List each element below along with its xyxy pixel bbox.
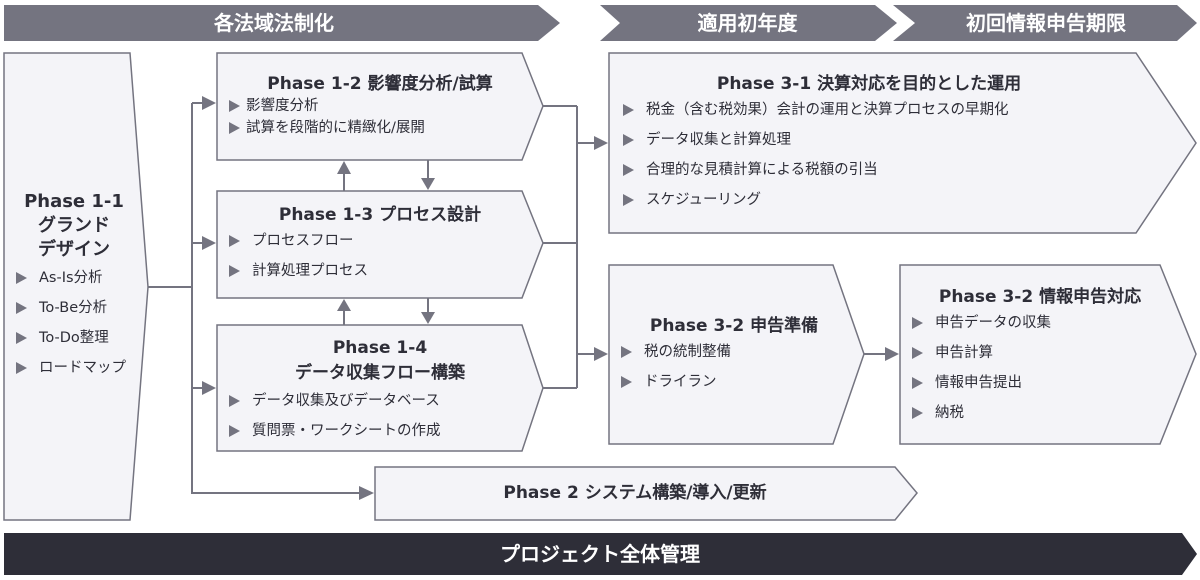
- bullet-triangle-icon: [229, 122, 240, 134]
- phase-3-2-filing-prep-items: 税の統制整備 ドライラン: [621, 337, 859, 397]
- phase-1-3: Phase 1-3 プロセス設計 プロセスフロー 計算処理プロセス: [217, 204, 543, 286]
- phase-3-2-info-return-title: Phase 3-2 情報申告対応: [938, 287, 1142, 307]
- phase-1-3-items: プロセスフロー 計算処理プロセス: [229, 226, 543, 286]
- list-item: As-Is分析: [16, 263, 144, 293]
- phase-1-2-items: 影響度分析 試算を段階的に精緻化/展開: [229, 95, 543, 139]
- phase-3-1-items: 税金（含む税効果）会計の運用と決算プロセスの早期化 データ収集と計算処理 合理的…: [623, 95, 1169, 215]
- phase-1-1-title-line2: グランド: [38, 215, 110, 236]
- phase-1-1-title-line3: デザイン: [38, 239, 110, 260]
- header-filing-deadline: 初回情報申告期限: [966, 11, 1126, 35]
- phase-1-2-shape: [216, 52, 544, 161]
- phase-3-2b-shape: [899, 264, 1197, 445]
- header-chevron-1: [4, 5, 560, 41]
- left-arrowheads: [202, 96, 374, 500]
- phase-3-1: Phase 3-1 決算対応を目的とした運用 税金（含む税効果）会計の運用と決算…: [609, 73, 1169, 215]
- bullet-triangle-icon: [229, 425, 240, 437]
- phase-1-4-title-line1: Phase 1-4: [332, 338, 428, 358]
- list-item: 質問票・ワークシートの作成: [229, 416, 543, 446]
- header-chevron-2: [600, 5, 897, 41]
- phase-3-2-filing-prep: Phase 3-2 申告準備 税の統制整備 ドライラン: [609, 315, 859, 397]
- list-item: 申告データの収集: [912, 308, 1180, 338]
- bullet-triangle-icon: [912, 347, 923, 359]
- list-item: 税の統制整備: [621, 337, 859, 367]
- bullet-triangle-icon: [623, 194, 634, 206]
- phase-1-4-title-line2: データ収集フロー構築: [295, 363, 465, 383]
- list-item: 計算処理プロセス: [229, 256, 543, 286]
- phase-2-shape: [374, 466, 918, 521]
- bullet-triangle-icon: [623, 104, 634, 116]
- list-item: 申告計算: [912, 338, 1180, 368]
- right-arrowheads: [594, 136, 899, 361]
- bullet-triangle-icon: [16, 362, 27, 374]
- bullet-triangle-icon: [621, 346, 632, 358]
- list-item: 影響度分析: [229, 95, 543, 117]
- list-item: ドライラン: [621, 367, 859, 397]
- bullet-triangle-icon: [16, 272, 27, 284]
- header-first-year: 適用初年度: [697, 11, 798, 35]
- list-item: 納税: [912, 398, 1180, 428]
- project-management-bar: プロジェクト全体管理: [500, 542, 700, 566]
- bullet-triangle-icon: [229, 265, 240, 277]
- bullet-triangle-icon: [912, 317, 923, 329]
- phase-1-3-shape: [216, 190, 544, 299]
- phase-1-1-shape: [3, 52, 149, 521]
- phase-1-2-title: Phase 1-2 影響度分析/試算: [267, 74, 493, 94]
- bullet-triangle-icon: [912, 407, 923, 419]
- phase-3-2a-shape: [608, 264, 865, 445]
- phase-2-title: Phase 2 システム構築/導入/更新: [503, 483, 767, 503]
- list-item: 試算を段階的に精緻化/展開: [229, 117, 543, 139]
- bullet-triangle-icon: [912, 377, 923, 389]
- phase-3-2-filing-prep-title: Phase 3-2 申告準備: [649, 316, 819, 336]
- list-item: スケジューリング: [623, 185, 1169, 215]
- list-item: ロードマップ: [16, 353, 144, 383]
- phase-3-2-info-return-items: 申告データの収集 申告計算 情報申告提出 納税: [912, 308, 1180, 428]
- bullet-triangle-icon: [229, 100, 240, 112]
- bullet-triangle-icon: [229, 395, 240, 407]
- header-legislation: 各法域法制化: [214, 11, 334, 35]
- bullet-triangle-icon: [229, 235, 240, 247]
- list-item: To-Do整理: [16, 323, 144, 353]
- list-item: To-Be分析: [16, 293, 144, 323]
- phase-2: Phase 2 システム構築/導入/更新: [375, 482, 895, 504]
- phase-1-4-items: データ収集及びデータベース 質問票・ワークシートの作成: [229, 386, 543, 446]
- list-item: 情報申告提出: [912, 368, 1180, 398]
- right-connectors: [543, 105, 886, 389]
- phase-3-1-title: Phase 3-1 決算対応を目的とした運用: [716, 74, 1022, 94]
- phase-1-1-title-line1: Phase 1-1: [24, 191, 124, 212]
- list-item: プロセスフロー: [229, 226, 543, 256]
- list-item: データ収集と計算処理: [623, 125, 1169, 155]
- footer-bar-shape: [4, 533, 1197, 575]
- phase-1-1-items: As-Is分析 To-Be分析 To-Do整理 ロードマップ: [16, 263, 144, 383]
- inter-box-arrows: [337, 160, 435, 325]
- bullet-triangle-icon: [16, 302, 27, 314]
- phase-3-1-shape: [608, 52, 1197, 234]
- phase-1-4-shape: [216, 324, 544, 452]
- phase-1-1: Phase 1-1 グランド デザイン As-Is分析 To-Be分析 To-D…: [4, 190, 144, 383]
- phase-3-2-info-return: Phase 3-2 情報申告対応 申告データの収集 申告計算 情報申告提出 納税: [900, 286, 1180, 428]
- left-connectors: [148, 102, 360, 494]
- list-item: 合理的な見積計算による税額の引当: [623, 155, 1169, 185]
- phase-1-3-title: Phase 1-3 プロセス設計: [278, 205, 482, 225]
- phase-1-2: Phase 1-2 影響度分析/試算 影響度分析 試算を段階的に精緻化/展開: [217, 73, 543, 139]
- bullet-triangle-icon: [16, 332, 27, 344]
- header-chevron-3: [893, 5, 1197, 41]
- list-item: データ収集及びデータベース: [229, 386, 543, 416]
- bullet-triangle-icon: [623, 134, 634, 146]
- list-item: 税金（含む税効果）会計の運用と決算プロセスの早期化: [623, 95, 1169, 125]
- bullet-triangle-icon: [623, 164, 634, 176]
- bullet-triangle-icon: [621, 376, 632, 388]
- phase-1-4: Phase 1-4 データ収集フロー構築 データ収集及びデータベース 質問票・ワ…: [217, 336, 543, 446]
